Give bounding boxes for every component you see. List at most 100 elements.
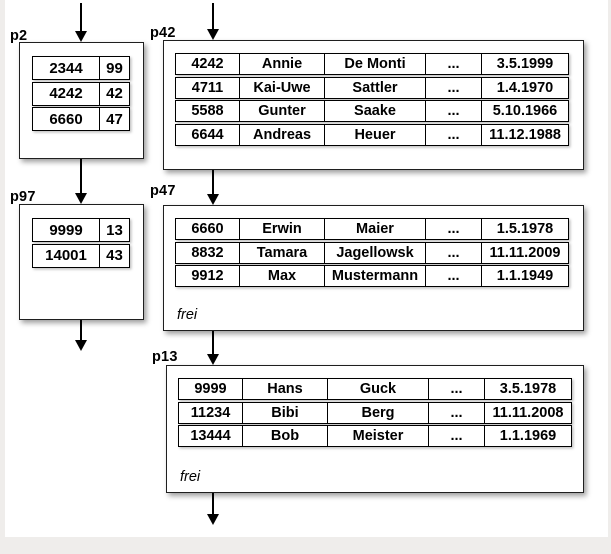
arrow-stem: [212, 493, 214, 515]
table-cell: Sattler: [324, 77, 425, 98]
table-cell: 8832: [191, 244, 224, 261]
table-cell: ...: [425, 101, 481, 122]
arrow-p2-to-p97: [75, 159, 87, 204]
table-cell: Kai-Uwe: [239, 77, 324, 98]
arrow-head-icon: [207, 194, 219, 205]
table-cell: 4242: [191, 56, 224, 72]
table-cell: 9999: [49, 221, 83, 239]
table-cell: Max: [239, 266, 324, 287]
table-cell: 1.1.1949: [481, 266, 568, 287]
table-cell: ...: [425, 124, 481, 145]
arrow-stem: [80, 3, 82, 32]
table-cell: Jagellowsk: [324, 242, 425, 263]
table-cell: De Monti: [324, 54, 425, 74]
table-cell: Berg: [327, 402, 428, 423]
page-label-p97: p97: [10, 189, 36, 205]
table-cell: 5.10.1966: [481, 101, 568, 122]
table-cell: 1.4.1970: [481, 77, 568, 98]
arrow-p47-to-p13: [207, 331, 219, 365]
table-cell: 11.11.2009: [481, 242, 568, 263]
table-cell: Gunter: [239, 101, 324, 122]
table-cell: 3.5.1999: [481, 54, 568, 74]
table-cell: ...: [425, 219, 481, 239]
table-cell: ...: [428, 379, 484, 399]
table-cell: Bob: [242, 426, 327, 447]
table-cell: 6644: [191, 126, 224, 143]
table-cell: ...: [425, 266, 481, 287]
arrow-head-icon: [207, 29, 219, 40]
free-space-label: frei: [180, 469, 201, 485]
table-cell: 9999: [194, 381, 227, 397]
arrow-head-icon: [75, 193, 87, 204]
table-cell: 2344: [49, 59, 83, 77]
table-cell: 11.11.2008: [484, 402, 571, 423]
arrow-stem: [212, 331, 214, 355]
table-cell: 1.1.1969: [484, 426, 571, 447]
arrow-p42-to-p47: [207, 170, 219, 205]
table-cell: 43: [99, 244, 129, 267]
table-cell: Erwin: [239, 219, 324, 239]
arrow-stem: [80, 320, 82, 341]
table-cell: 11.12.1988: [481, 124, 568, 145]
arrow-from-p13: [207, 493, 219, 525]
arrow-stem: [80, 159, 82, 194]
table-cell: 4711: [191, 79, 224, 96]
page-label-p13: p13: [152, 349, 178, 365]
table-cell: ...: [428, 402, 484, 423]
table-cell: Heuer: [324, 124, 425, 145]
table-cell: 11234: [190, 404, 231, 421]
table-cell: 5588: [191, 103, 224, 120]
table-cell: Bibi: [242, 402, 327, 423]
arrow-head-icon: [207, 354, 219, 365]
table-cell: 9912: [191, 268, 224, 285]
table-cell: 42: [99, 82, 129, 105]
page-label-p2: p2: [10, 28, 28, 44]
table-cell: 3.5.1978: [484, 379, 571, 399]
table-cell: Guck: [327, 379, 428, 399]
table-cell: 1.5.1978: [481, 219, 568, 239]
table-cell: 13444: [190, 428, 231, 445]
page-label-p42: p42: [150, 25, 176, 41]
table-cell: Mustermann: [324, 266, 425, 287]
table-row: 2344 99: [32, 56, 130, 80]
table-cell: Meister: [327, 426, 428, 447]
table-cell: ...: [425, 54, 481, 74]
table-cell: Hans: [242, 379, 327, 399]
table-cell: 4242: [49, 85, 83, 103]
table-cell: 6660: [191, 221, 224, 237]
table-cell: Andreas: [239, 124, 324, 145]
page-label-p47: p47: [150, 183, 176, 199]
table-cell: 47: [99, 108, 129, 131]
arrow-stem: [212, 3, 214, 30]
table-cell: ...: [425, 242, 481, 263]
table-cell: Annie: [239, 54, 324, 74]
table-cell: 99: [99, 57, 129, 79]
arrow-head-icon: [75, 31, 87, 42]
arrow-stem: [212, 170, 214, 195]
table-cell: ...: [428, 426, 484, 447]
arrow-into-p42: [207, 3, 219, 40]
arrow-from-p97: [75, 320, 87, 351]
